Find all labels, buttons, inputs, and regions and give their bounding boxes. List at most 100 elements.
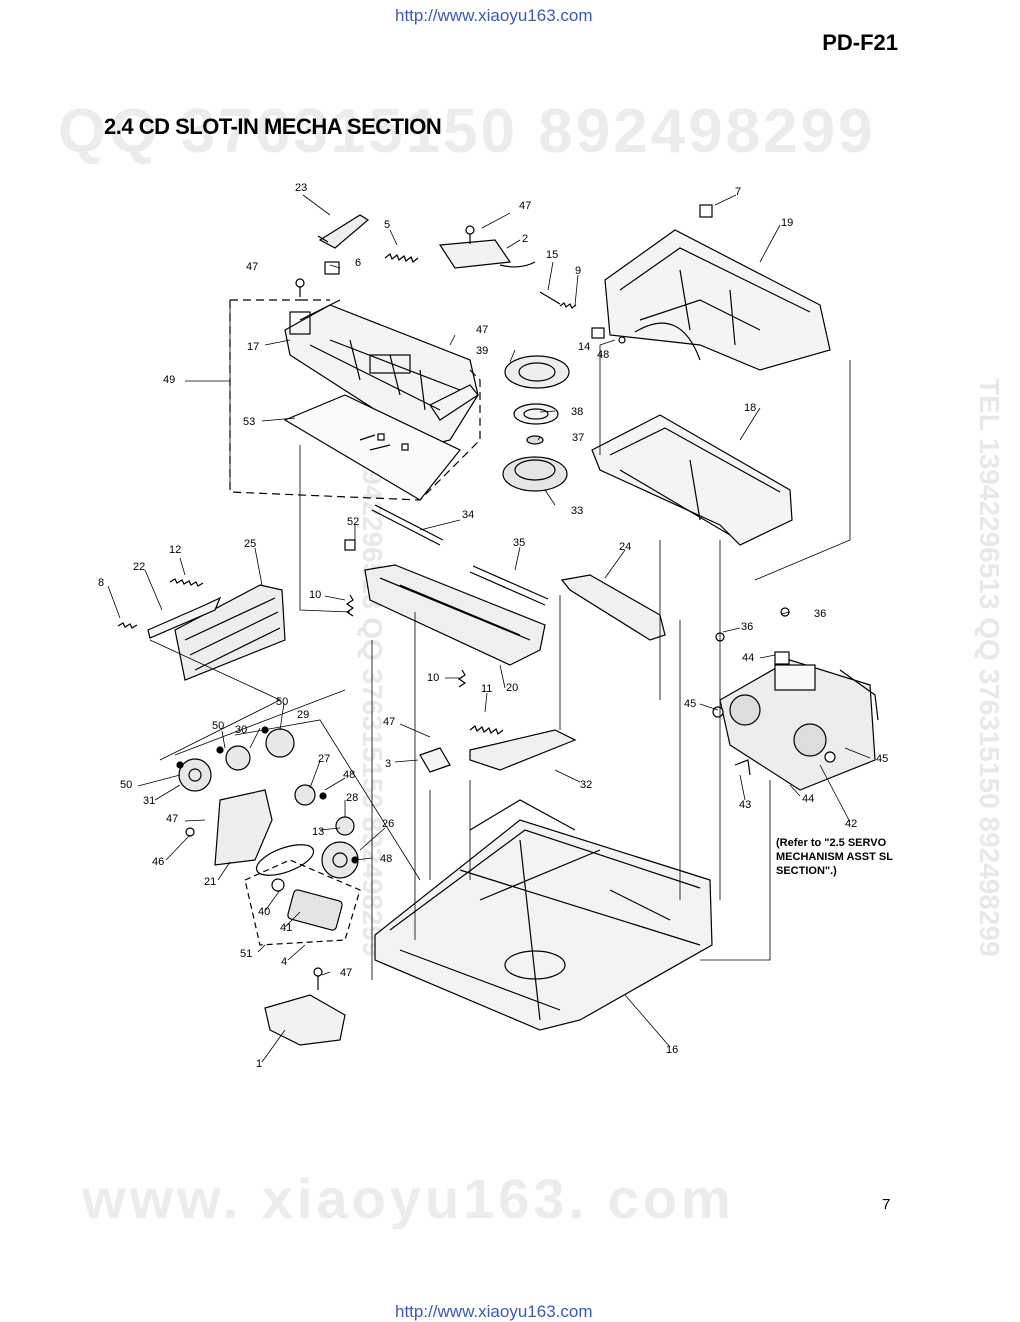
slider-25: [174, 584, 286, 681]
callout-45: 45: [684, 698, 697, 710]
frame-18: [591, 414, 793, 546]
callout-49: 49: [163, 374, 176, 386]
callout-48: 48: [343, 769, 356, 781]
callout-10: 10: [309, 589, 322, 601]
footer-url-link[interactable]: http://www.xiaoyu163.com: [395, 1302, 593, 1321]
callout-8: 8: [98, 577, 105, 589]
lever-24: [560, 574, 666, 641]
spring-12: [169, 578, 204, 587]
callout-50: 50: [212, 720, 225, 732]
callout-48: 48: [597, 349, 610, 361]
callout-17: 17: [247, 341, 260, 353]
callout-51: 51: [240, 948, 253, 960]
spring-8: [117, 622, 138, 629]
callout-47: 47: [476, 324, 489, 336]
callout-9: 9: [575, 265, 582, 277]
callout-38: 38: [571, 406, 584, 418]
servo-mechanism-42: [712, 607, 879, 791]
callout-30: 30: [235, 724, 248, 736]
callout-47: 47: [519, 200, 532, 212]
gear-29: [265, 728, 295, 758]
callout-23: 23: [295, 182, 308, 194]
gear-33: [502, 456, 568, 492]
callout-27: 27: [318, 753, 331, 765]
callout-34: 34: [462, 509, 475, 521]
callout-7: 7: [735, 186, 742, 198]
callout-47: 47: [166, 813, 179, 825]
callout-26: 26: [382, 818, 395, 830]
callout-46: 46: [152, 856, 165, 868]
gear-30: [225, 745, 251, 771]
belt-13: [255, 844, 315, 876]
callout-6: 6: [355, 257, 362, 269]
callout-36: 36: [741, 621, 754, 633]
callout-28: 28: [346, 792, 359, 804]
bracket-22: [147, 596, 222, 639]
callout-43: 43: [739, 799, 752, 811]
spring-5: [384, 253, 419, 263]
callout-22: 22: [133, 561, 146, 573]
callout-53: 53: [243, 416, 256, 428]
callout-48: 48: [380, 853, 393, 865]
callout-18: 18: [744, 402, 757, 414]
page-number: 7: [882, 1196, 891, 1213]
callout-47: 47: [340, 967, 353, 979]
callout-36: 36: [814, 608, 827, 620]
callout-12: 12: [169, 544, 182, 556]
model-number: PD-F21: [822, 30, 898, 55]
callout-31: 31: [143, 795, 156, 807]
refer-note-line-2: MECHANISM ASST SL: [776, 851, 893, 863]
gear-27: [294, 784, 316, 806]
callout-29: 29: [297, 709, 310, 721]
refer-note-line-1: (Refer to "2.5 SERVO: [776, 837, 887, 849]
bracket-21: [214, 789, 273, 866]
bracket-1: [264, 994, 346, 1046]
callout-52: 52: [347, 516, 360, 528]
callout-13: 13: [312, 826, 325, 838]
bracket-2: [438, 239, 512, 269]
callout-24: 24: [619, 541, 632, 553]
leader-lines: [107, 194, 871, 1063]
watermark-qq: QQ 376315150 892498299: [58, 97, 876, 166]
callout-42: 42: [845, 818, 858, 830]
motor-box-51: [244, 859, 361, 946]
spring-11: [469, 725, 504, 735]
motor-41: [287, 889, 343, 931]
callout-44: 44: [742, 652, 755, 664]
callout-41: 41: [280, 922, 293, 934]
callout-33: 33: [571, 505, 584, 517]
callout-47: 47: [246, 261, 259, 273]
callout-37: 37: [572, 432, 585, 444]
carriage-20: [364, 564, 546, 666]
watermark-site: www. xiaoyu163. com: [82, 1167, 735, 1230]
callout-14: 14: [578, 341, 591, 353]
callout-20: 20: [506, 682, 519, 694]
callout-39: 39: [476, 345, 489, 357]
sheet-53: [283, 394, 461, 501]
top-frame-19: [604, 204, 831, 371]
section-title: 2.4 CD SLOT-IN MECHA SECTION: [104, 114, 442, 139]
refer-note-line-3: SECTION".): [776, 865, 837, 877]
header-url-link[interactable]: http://www.xiaoyu163.com: [395, 6, 593, 25]
shaft-34: [371, 504, 444, 546]
base-16: [374, 799, 713, 1031]
callout-44: 44: [802, 793, 815, 805]
callout-3: 3: [385, 758, 392, 770]
gear-31: [178, 758, 212, 792]
bracket-3: [419, 747, 451, 773]
callout-11: 11: [481, 683, 493, 695]
callout-47: 47: [383, 716, 396, 728]
callout-10: 10: [427, 672, 440, 684]
washer-37: [526, 435, 544, 445]
callout-50: 50: [276, 696, 289, 708]
callout-25: 25: [244, 538, 257, 550]
callout-35: 35: [513, 537, 526, 549]
arm-23: [317, 214, 370, 249]
shaft-35: [469, 565, 549, 606]
callout-19: 19: [781, 217, 794, 229]
callout-21: 21: [204, 876, 217, 888]
callout-16: 16: [666, 1044, 679, 1056]
refer-note: (Refer to "2.5 SERVO MECHANISM ASST SL S…: [776, 836, 893, 878]
callout-50: 50: [120, 779, 133, 791]
